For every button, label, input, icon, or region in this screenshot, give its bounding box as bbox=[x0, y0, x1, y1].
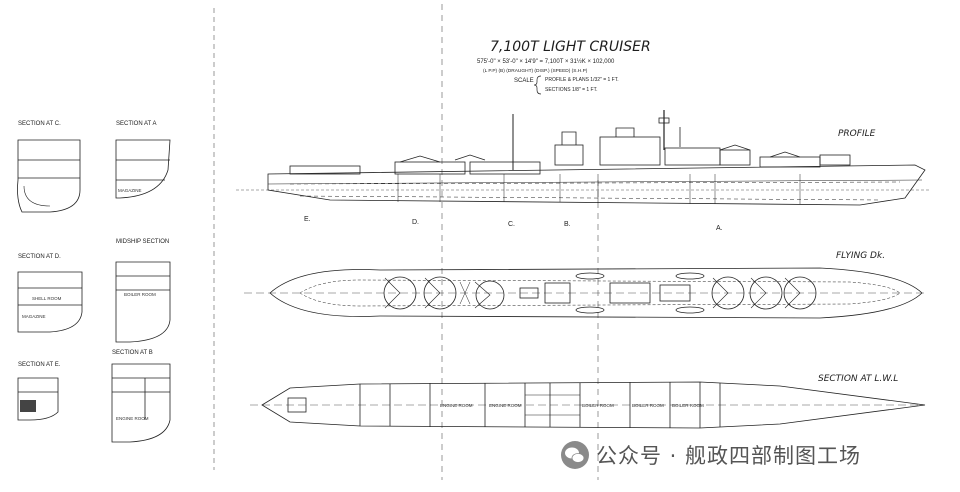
boiler-room-3: BOILER ROOM bbox=[672, 403, 704, 408]
scale-line-1: PROFILE & PLANS 1/32" = 1 FT. bbox=[545, 77, 619, 83]
station-e: E. bbox=[304, 216, 311, 223]
lwl-room-labels: ENGINE ROOM ENGINE ROOM BOILER ROOM BOIL… bbox=[440, 403, 704, 408]
drawing-title: 7,100T LIGHT CRUISER bbox=[490, 39, 651, 55]
profile-label: PROFILE bbox=[838, 129, 876, 139]
profile-view: PROFILE bbox=[267, 110, 926, 206]
lwl-section-view: SECTION AT L.W.L bbox=[261, 374, 926, 429]
section-a-magazine: MAGAZINE bbox=[118, 188, 142, 193]
engine-room-2: ENGINE ROOM bbox=[489, 403, 522, 408]
section-c-label: SECTION AT C. bbox=[18, 121, 61, 127]
station-d: D. bbox=[412, 219, 419, 226]
watermark-text: 公众号 · 舰政四部制图工场 bbox=[596, 444, 862, 468]
scale-label: SCALE bbox=[514, 78, 534, 84]
boiler-room-2: BOILER ROOM bbox=[632, 403, 664, 408]
frame-lines bbox=[213, 4, 930, 480]
station-c: C. bbox=[508, 221, 515, 228]
section-e-label: SECTION AT E. bbox=[18, 362, 61, 368]
station-a: A. bbox=[716, 225, 723, 232]
flying-deck-view: FLYING Dk. bbox=[269, 251, 923, 319]
wechat-logo-icon bbox=[561, 441, 589, 469]
section-a: SECTION AT A MAGAZINE bbox=[115, 121, 171, 199]
section-d: SECTION AT D. SHELL ROOM MAGAZINE bbox=[17, 254, 83, 333]
scale-line-2: SECTIONS 1/8" = 1 FT. bbox=[545, 87, 598, 93]
section-d-magazine: MAGAZINE bbox=[22, 314, 46, 319]
engine-room-1: ENGINE ROOM bbox=[440, 403, 473, 408]
station-b: B. bbox=[564, 221, 571, 228]
dimensions-line: 575'-0" × 53'-0" × 14'9" = 7,100T × 31½K… bbox=[477, 58, 615, 65]
watermark: 公众号 · 舰政四部制图工场 bbox=[560, 438, 861, 472]
title-block: 7,100T LIGHT CRUISER 575'-0" × 53'-0" × … bbox=[477, 39, 651, 95]
midship-label: MIDSHIP SECTION bbox=[116, 239, 169, 245]
section-b-label: SECTION AT B bbox=[112, 350, 153, 356]
flying-deck-label: FLYING Dk. bbox=[836, 251, 885, 261]
midship-boiler-room: BOILER ROOM bbox=[124, 292, 156, 297]
section-e: SECTION AT E. bbox=[17, 362, 61, 421]
section-a-label: SECTION AT A bbox=[116, 121, 156, 127]
section-b-engine-room: ENGINE ROOM bbox=[116, 416, 149, 421]
midship-section: MIDSHIP SECTION BOILER ROOM bbox=[115, 239, 171, 343]
section-b: SECTION AT B ENGINE ROOM bbox=[111, 350, 171, 443]
section-d-label: SECTION AT D. bbox=[18, 254, 61, 260]
lwl-section-label: SECTION AT L.W.L bbox=[818, 374, 898, 384]
station-marks: E. D. C. B. A. bbox=[304, 216, 723, 232]
section-d-shell-room: SHELL ROOM bbox=[32, 296, 62, 301]
dimensions-sub: (L P.P) (B) (DRAUGHT) (DISP.) (SPEED) (S… bbox=[483, 68, 588, 74]
section-c: SECTION AT C. bbox=[17, 121, 81, 213]
boiler-room-1: BOILER ROOM bbox=[582, 403, 614, 408]
